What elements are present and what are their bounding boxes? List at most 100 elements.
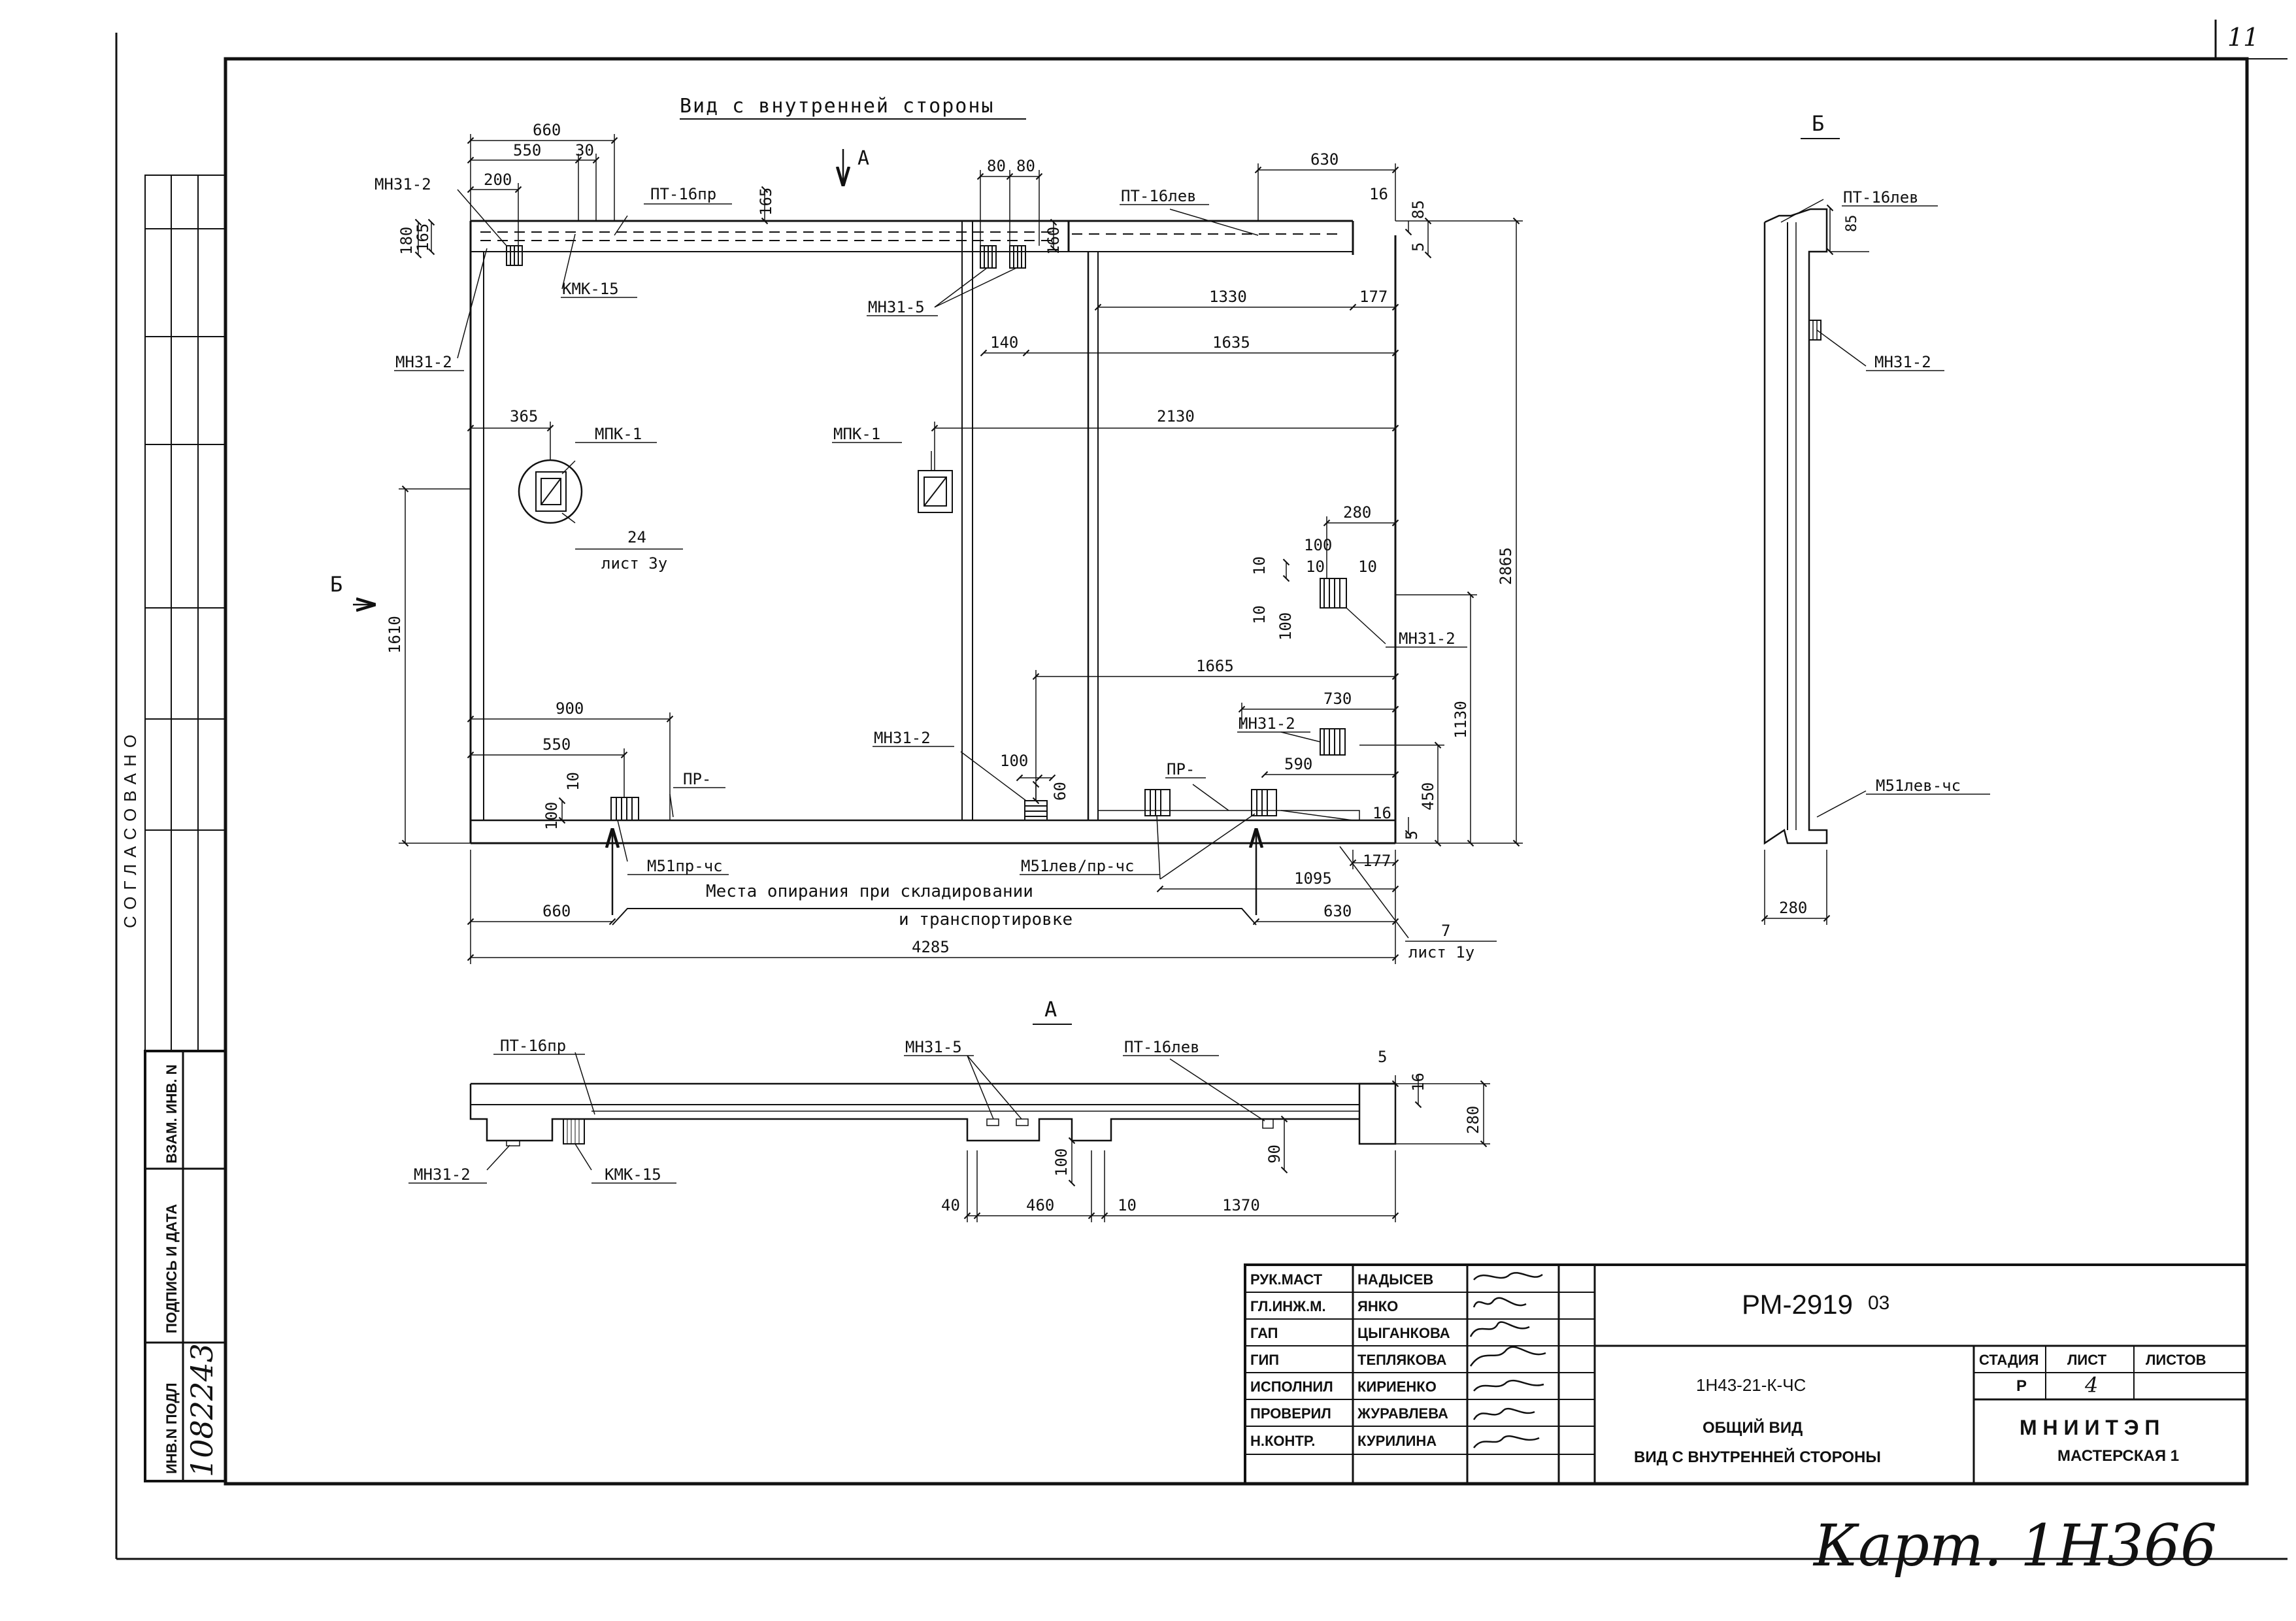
tb-name-7: КУРИЛИНА <box>1357 1433 1437 1449</box>
tb-name-5: КИРИЕНКО <box>1357 1379 1437 1395</box>
dim-10-d: 10 <box>1250 605 1269 624</box>
tb-role-4: ГИП <box>1250 1352 1279 1368</box>
dim-2865: 2865 <box>1497 547 1515 585</box>
view-a-labels: ПТ-16пр МН31-5 ПТ-16лев МН31-2 КМК-15 5 … <box>408 1037 1482 1214</box>
view-a-dims <box>486 1052 1490 1222</box>
dim-590: 590 <box>1284 755 1312 773</box>
dim-165-left: 165 <box>414 224 432 252</box>
left-stamp-strip <box>144 175 227 1482</box>
view-a-dim-100: 100 <box>1052 1148 1071 1177</box>
view-a-dim-1370: 1370 <box>1222 1196 1260 1214</box>
view-a-kmk15: КМК-15 <box>605 1165 661 1184</box>
tb-sheets-header: ЛИСТОВ <box>2146 1352 2206 1368</box>
inv-podl-label: ИНВ.N ПОДЛ <box>163 1383 180 1474</box>
view-b-pt16lev: ПТ-16лев <box>1843 188 1919 207</box>
dim-660-bottom: 660 <box>542 902 571 920</box>
leader-lines <box>457 189 1409 939</box>
view-b-title: Б <box>1812 111 1824 136</box>
signatures <box>1469 1272 1546 1448</box>
handwritten-footer: Карт. 1Н366 <box>1812 1512 2217 1579</box>
dim-177-bottom: 177 <box>1363 852 1391 870</box>
dim-16-bottom: 16 <box>1373 804 1391 822</box>
dim-1665: 1665 <box>1196 657 1234 675</box>
dim-5-bottom: 5 <box>1403 831 1421 840</box>
m51lev-loop <box>1144 789 1171 816</box>
dim-10-b: 10 <box>1306 558 1325 576</box>
label-list3u: лист 3у <box>601 554 667 573</box>
view-a-pt16lev: ПТ-16лев <box>1124 1038 1200 1056</box>
dim-1610: 1610 <box>386 616 404 654</box>
view-a-mn31-2: МН31-2 <box>414 1165 471 1184</box>
tb-role-3: ГАП <box>1250 1325 1278 1341</box>
tb-desc-1: ОБЩИЙ ВИД <box>1703 1418 1803 1437</box>
view-a-title: А <box>1044 997 1057 1022</box>
dim-4285: 4285 <box>912 938 950 956</box>
label-mpk1-right: МПК-1 <box>833 425 880 443</box>
m51pr-loop-right <box>1251 789 1277 816</box>
view-b-profile <box>1763 208 1828 845</box>
view-b-dim-85: 85 <box>1844 215 1860 233</box>
tb-role-1: РУК.МАСТ <box>1250 1271 1323 1288</box>
tb-doc-suffix: 03 <box>1868 1292 1889 1314</box>
dim-660-top: 660 <box>533 121 561 139</box>
view-a-dim-16: 16 <box>1409 1073 1427 1092</box>
dim-630-top: 630 <box>1310 150 1339 169</box>
dim-177-top: 177 <box>1359 288 1388 306</box>
tb-mark: 1Н43-21-К-ЧС <box>1696 1375 1806 1395</box>
view-a-dim-90: 90 <box>1265 1145 1284 1163</box>
dim-200: 200 <box>484 171 512 189</box>
dim-2130: 2130 <box>1157 407 1195 426</box>
sheet-corner-number: 11 <box>2227 23 2259 52</box>
tb-desc-2: ВИД С ВНУТРЕННЕЙ СТОРОНЫ <box>1634 1448 1881 1466</box>
rebar-dashed-top <box>480 231 1340 241</box>
mn31-2-right-mid <box>1320 578 1347 609</box>
dim-7: 7 <box>1441 922 1450 940</box>
embedded-items <box>506 245 1347 821</box>
dim-900: 900 <box>556 699 584 718</box>
view-a-pt16pr: ПТ-16пр <box>500 1037 566 1055</box>
view-b-dim-280: 280 <box>1779 899 1807 917</box>
view-a-mn31-5: МН31-5 <box>905 1038 962 1056</box>
tb-role-7: Н.КОНТР. <box>1250 1433 1315 1449</box>
label-mn31-2-left: МН31-2 <box>395 353 452 371</box>
label-mn31-2-top: МН31-2 <box>374 175 431 193</box>
section-a-marker-top: А <box>857 147 869 170</box>
dim-24: 24 <box>627 528 646 546</box>
main-labels: МН31-2 ПТ-16пр КМК-15 МН31-2 МН31-5 ПТ-1… <box>374 175 1497 961</box>
main-dimension-texts: 660 550 30 200 180 165 165 80 80 160 630… <box>386 121 1515 956</box>
tb-sheet-header: ЛИСТ <box>2067 1352 2107 1368</box>
label-pt16pr: ПТ-16пр <box>650 185 716 203</box>
dim-630-bottom: 630 <box>1323 902 1352 920</box>
tb-doc-code: РМ-2919 <box>1742 1289 1853 1320</box>
dim-280-right: 280 <box>1343 503 1371 522</box>
label-pt16lev: ПТ-16лев <box>1121 187 1197 205</box>
dim-100-right: 100 <box>1304 536 1332 554</box>
dim-160: 160 <box>1044 227 1063 255</box>
tb-workshop: МАСТЕРСКАЯ 1 <box>2057 1447 2179 1465</box>
dim-80b: 80 <box>1016 157 1035 175</box>
label-kmk15: КМК-15 <box>562 280 619 298</box>
tb-org: М Н И И Т Э П <box>2020 1416 2159 1439</box>
view-a-dim-280: 280 <box>1464 1106 1482 1134</box>
main-view-title: Вид с внутренней стороны <box>680 95 994 118</box>
dim-80a: 80 <box>987 157 1006 175</box>
label-pr-left: ПР- <box>683 770 711 788</box>
dim-1130: 1130 <box>1452 701 1470 739</box>
tb-name-4: ТЕПЛЯКОВА <box>1357 1352 1447 1368</box>
dim-140: 140 <box>990 333 1018 352</box>
inv-number: 1082243 <box>184 1343 220 1477</box>
main-dimension-lines <box>399 134 1523 964</box>
agreed-label: СОГЛАСОВАНО <box>120 728 140 928</box>
m51pr-loop <box>610 797 639 821</box>
label-list1u: лист 1у <box>1408 943 1474 961</box>
title-block-grid <box>1244 1263 2248 1485</box>
dim-10-e: 10 <box>564 772 582 791</box>
tb-name-6: ЖУРАВЛЕВА <box>1357 1405 1448 1422</box>
dim-16-top: 16 <box>1369 185 1388 203</box>
panel-main-view <box>469 220 1397 844</box>
dim-365: 365 <box>510 407 538 426</box>
vzam-inv-label: ВЗАМ. ИНВ. N <box>163 1064 180 1163</box>
dim-100-left: 100 <box>542 802 561 830</box>
label-support-line2: и транспортировке <box>899 910 1073 929</box>
